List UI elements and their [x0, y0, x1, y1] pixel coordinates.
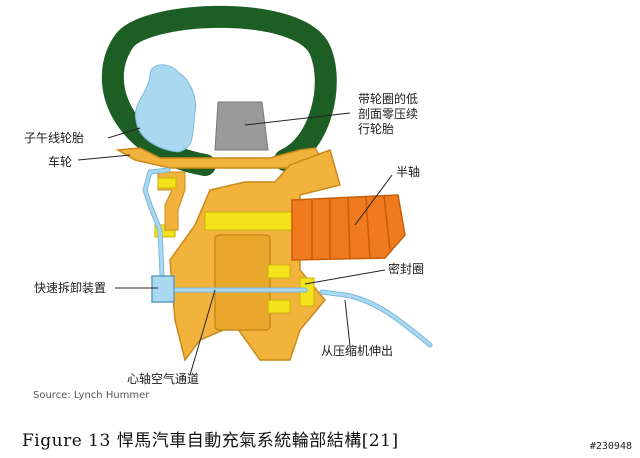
valve-cap — [157, 177, 177, 189]
label-axle-air-passage: 心轴空气通道 — [127, 372, 200, 386]
runflat-insert — [214, 101, 269, 151]
wheel-assembly-diagram — [77, 5, 433, 376]
document-id: #230948 — [589, 441, 632, 452]
air-tubes-inner — [143, 168, 432, 347]
label-half-shaft: 半轴 — [396, 165, 421, 179]
label-radial-tire: 子午线轮胎 — [24, 131, 85, 145]
label-compressor-out: 从压缩机伸出 — [321, 344, 394, 358]
inner-tube — [134, 64, 197, 153]
wheel-rim — [115, 147, 324, 169]
seal-ring-1 — [267, 264, 291, 279]
quick-coupling-body — [151, 275, 175, 303]
seal-ring-2 — [267, 299, 291, 314]
source-credit: Source: Lynch Hummer — [33, 390, 150, 401]
label-quick-coupling: 快速拆卸装置 — [34, 281, 107, 295]
figure-caption: Figure 13 悍馬汽車自動充氣系統輪部結構[21] — [22, 431, 399, 451]
hub-disc — [214, 234, 271, 331]
label-wheel: 车轮 — [48, 155, 73, 169]
tire — [101, 5, 337, 176]
shaft-inner — [204, 211, 301, 231]
label-runflat-tire: 带轮圈的低剖面零压续行轮胎 — [358, 92, 419, 136]
leader-lines — [77, 112, 393, 376]
label-seal: 密封圈 — [388, 262, 425, 276]
cv-boot — [291, 194, 406, 261]
